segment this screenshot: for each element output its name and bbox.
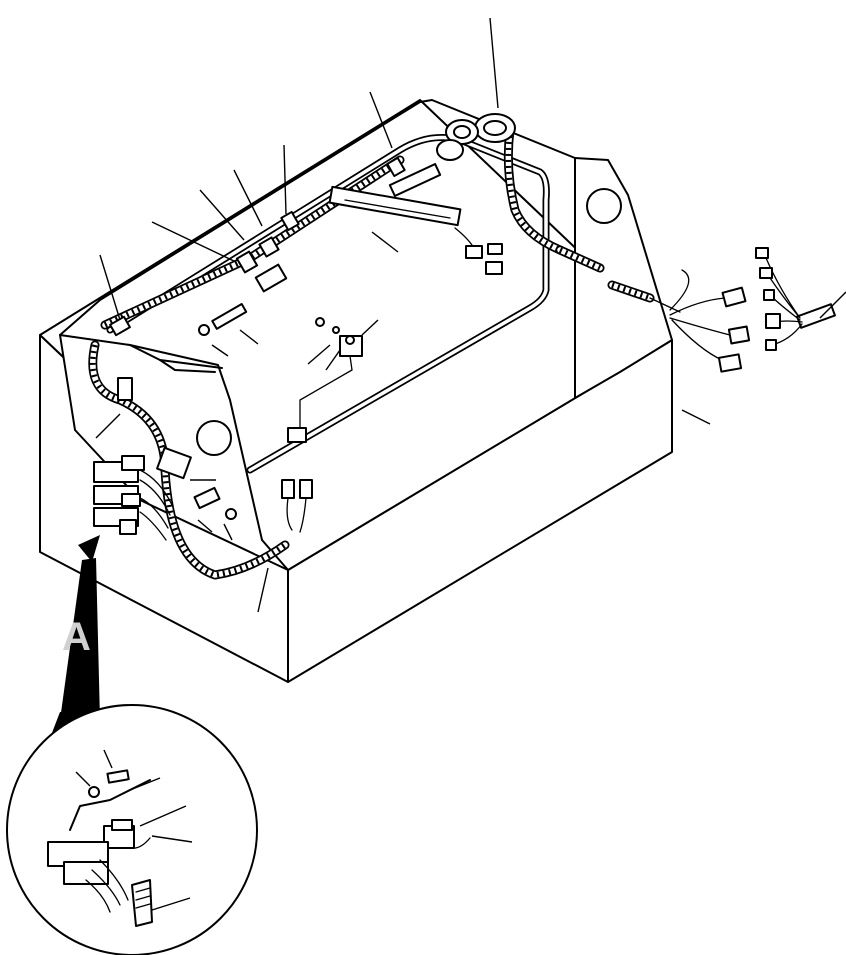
sensor-tube bbox=[328, 162, 503, 275]
connector bbox=[465, 245, 483, 259]
washer bbox=[88, 786, 100, 798]
connector bbox=[485, 261, 503, 275]
frame-hole-right bbox=[586, 188, 622, 224]
center-connectors bbox=[281, 479, 313, 533]
washer bbox=[315, 317, 325, 327]
washer bbox=[332, 326, 340, 334]
bolt bbox=[106, 769, 130, 784]
bolt bbox=[211, 303, 248, 330]
detail-label: A bbox=[62, 615, 91, 659]
bolt-set-lower bbox=[193, 486, 237, 520]
external-connectors bbox=[669, 247, 836, 373]
frame-tubing bbox=[106, 134, 550, 474]
grommet bbox=[436, 113, 516, 161]
bolt-set-upper bbox=[198, 303, 340, 336]
detail-view bbox=[6, 704, 258, 955]
frame-hole-left bbox=[196, 420, 232, 456]
leader-lines bbox=[95, 17, 846, 613]
harness-clamps bbox=[109, 156, 406, 337]
washer bbox=[198, 324, 210, 336]
left-connector-stack bbox=[93, 377, 192, 541]
relay-bracket bbox=[287, 335, 363, 443]
